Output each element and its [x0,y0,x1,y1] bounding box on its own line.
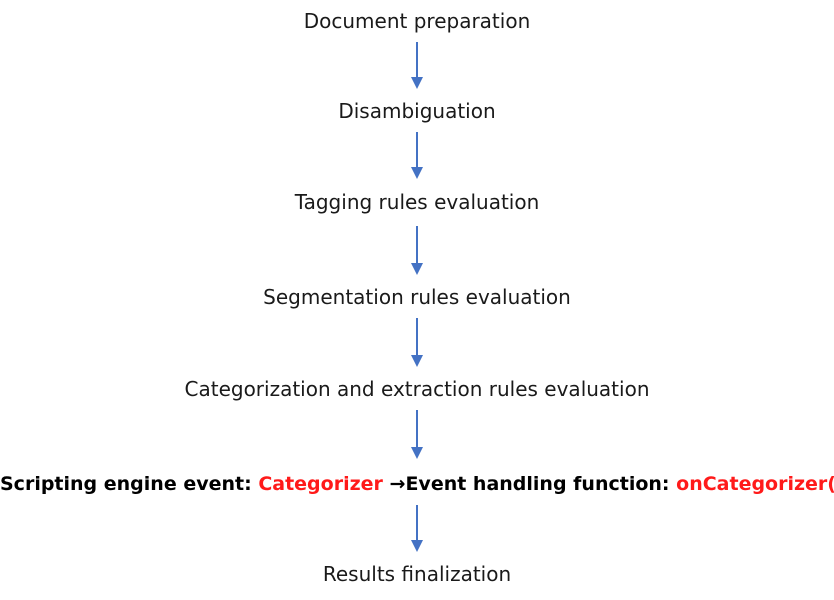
flow-arrow-4 [411,318,423,367]
flow-arrow-6 [411,505,423,552]
event-prefix: Scripting engine event: [0,473,259,495]
flow-arrow-3 [411,226,423,275]
scripting-event-line: Scripting engine event: Categorizer →Eve… [0,472,834,496]
step-disambiguation: Disambiguation [338,99,496,123]
step-segmentation-rules: Segmentation rules evaluation [263,285,571,309]
flow-arrow-1 [411,42,423,89]
step-results-finalization: Results finalization [322,562,512,586]
step-document-preparation: Document preparation [303,9,531,33]
handler-name: onCategorizer() [676,473,834,495]
flow-arrow-5 [411,410,423,459]
event-name: Categorizer [258,473,383,495]
step-categorization-extraction-rules: Categorization and extraction rules eval… [184,377,650,401]
event-arrow: → [389,473,406,495]
flow-arrow-2 [411,132,423,179]
handler-prefix: Event handling function: [405,473,677,495]
step-tagging-rules: Tagging rules evaluation [294,190,540,214]
